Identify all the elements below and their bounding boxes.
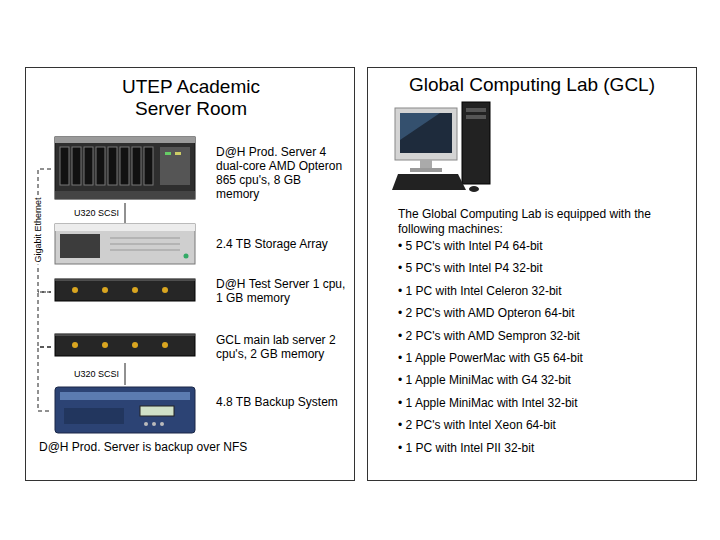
control-panel (160, 147, 190, 185)
panel-title: UTEP Academic Server Room (111, 76, 271, 120)
label-holder: D@H Prod. Server is backup over NFS (37, 440, 249, 454)
server-edge (55, 335, 195, 336)
server-bezel (55, 137, 195, 143)
workstation-illustration (392, 102, 490, 192)
storage-panel (60, 234, 100, 258)
note-text: D@H Prod. Server is backup over NFS (37, 440, 249, 454)
button (160, 422, 164, 426)
backup-bezel (60, 392, 190, 400)
monitor-stand (420, 160, 432, 168)
drive-slot (466, 108, 486, 112)
drive-light (102, 342, 108, 348)
edge-label-holder: U320 SCSI (73, 369, 120, 380)
drive-bay (84, 147, 93, 185)
vent-line (110, 244, 180, 245)
scsi-cable (125, 363, 126, 385)
ethernet-link (38, 347, 51, 411)
intro-text: The Global Computing Lab is equipped wit… (398, 207, 678, 237)
drive-bay (132, 147, 141, 185)
bullet-item: • 1 PC with Intel Celeron 32-bit (398, 284, 683, 299)
device-label: 2.4 TB Storage Array (216, 237, 346, 251)
server-room-panel: UTEP Academic Server RoomD@H Prod. Serve… (25, 67, 355, 481)
tape-slot (64, 408, 124, 424)
drive-light (72, 342, 78, 348)
drive-bay (72, 147, 81, 185)
drive-light (162, 287, 168, 293)
drive-slot (466, 115, 486, 119)
bullet-item: • 1 Apple MiniMac with G4 32-bit (398, 373, 683, 388)
server-body (55, 334, 195, 356)
drive-bay (144, 147, 153, 185)
backup-system-illustration (55, 387, 195, 433)
drive-bay (60, 147, 69, 185)
bullet-item: • 1 Apple PowerMac with G5 64-bit (398, 351, 683, 366)
drive-bay (108, 147, 117, 185)
drive-light (72, 287, 78, 293)
edge-label: U320 SCSI (73, 208, 120, 219)
test-server-illustration (55, 279, 195, 301)
server-body (55, 279, 195, 301)
vent-line (110, 250, 180, 251)
mouse (469, 186, 479, 192)
test-server: D@H Test Server 1 cpu, 1 GB memory (51, 277, 351, 307)
drive-bay (120, 147, 129, 185)
computing-lab-panel: Global Computing Lab (GCL) The Global Com… (367, 67, 697, 481)
storage-top (55, 224, 195, 231)
button (144, 422, 148, 426)
network-label: Gigabit Ethernet (33, 195, 44, 264)
monitor-base (410, 168, 442, 172)
lab-server-illustration (55, 334, 195, 356)
prod-server-illustration (55, 137, 195, 199)
server-body (55, 137, 195, 199)
lab-server: GCL main lab server 2 cpu's, 2 GB memory (51, 331, 351, 363)
drive-light (102, 287, 108, 293)
vent-line (110, 238, 180, 239)
keyboard (392, 174, 466, 190)
edge-label-holder: U320 SCSI (73, 208, 120, 219)
drive-light (132, 342, 138, 348)
label-holder: Gigabit Ethernet (33, 195, 44, 264)
status-light (175, 152, 181, 155)
button (152, 422, 156, 426)
storage-array-illustration (55, 224, 195, 264)
bullet-item: • 2 PC's with AMD Opteron 64-bit (398, 306, 683, 321)
panel-title: Global Computing Lab (GCL) (368, 74, 696, 96)
lcd-display (140, 406, 174, 416)
monitor-frame (395, 108, 457, 160)
bullet-item: • 2 PC's with AMD Sempron 32-bit (398, 329, 683, 344)
storage-body (55, 224, 195, 264)
monitor-screen (400, 113, 452, 153)
server-edge (55, 280, 195, 281)
bullet-item: • 2 PC's with Intel Xeon 64-bit (398, 418, 683, 433)
bullet-item: • 1 Apple MiniMac with Intel 32-bit (398, 396, 683, 411)
scsi-cable (125, 203, 126, 223)
bullet-item: • 1 PC with Intel PII 32-bit (398, 441, 683, 456)
backup-body (55, 387, 195, 433)
drive-bay (96, 147, 105, 185)
device-label: D@H Test Server 1 cpu, 1 GB memory (216, 277, 346, 305)
screen-glare (400, 113, 440, 140)
device-label: D@H Prod. Server 4 dual-core AMD Opteron… (216, 145, 344, 201)
tower-case (462, 102, 490, 184)
device-label: GCL main lab server 2 cpu's, 2 GB memory (216, 333, 351, 361)
prod-server: D@H Prod. Server 4 dual-core AMD Opteron… (51, 135, 351, 203)
drive-light (132, 287, 138, 293)
bullet-item: • 5 PC's with Intel P4 64-bit (398, 239, 683, 254)
ethernet-link (38, 292, 51, 347)
storage-array: 2.4 TB Storage Array (51, 223, 351, 267)
bullet-item: • 5 PC's with Intel P4 32-bit (398, 261, 683, 276)
server-base (55, 191, 195, 199)
edge-label: U320 SCSI (73, 369, 120, 380)
backup-system: 4.8 TB Backup System (51, 385, 351, 437)
device-label: 4.8 TB Backup System (216, 395, 346, 409)
status-light (184, 254, 189, 259)
status-light (165, 152, 171, 155)
drive-light (162, 342, 168, 348)
